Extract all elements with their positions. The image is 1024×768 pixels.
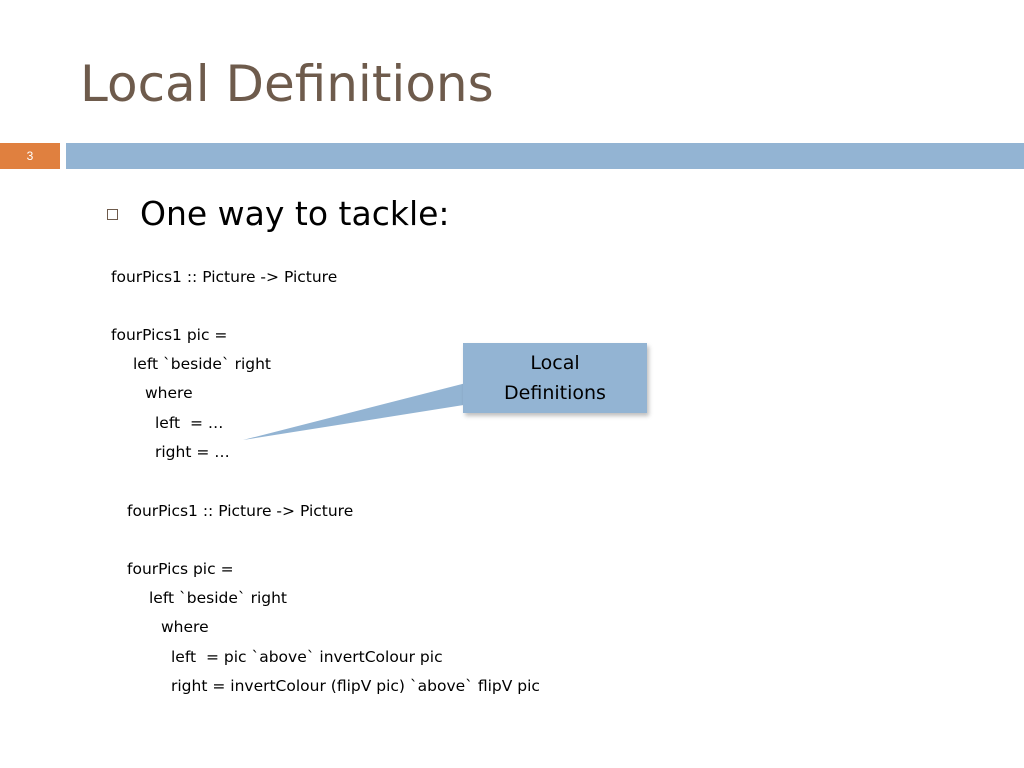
callout-line-2: Definitions xyxy=(504,382,606,404)
page-number-badge: 3 xyxy=(0,143,60,169)
code2-definition: fourPics pic = xyxy=(127,560,234,578)
code2-where: where xyxy=(161,618,209,636)
header-divider-bar xyxy=(66,143,1024,169)
callout-text: Local Definitions xyxy=(504,348,606,408)
callout-pointer-wedge xyxy=(243,382,470,440)
code1-definition: fourPics1 pic = xyxy=(111,326,228,344)
page-number: 3 xyxy=(26,149,34,163)
code2-left-def: left = pic `above` invertColour pic xyxy=(171,648,443,666)
code2-signature: fourPics1 :: Picture -> Picture xyxy=(127,502,354,520)
bullet-square-icon xyxy=(107,209,118,220)
code1-left-def: left = … xyxy=(155,414,224,432)
code2-body: left `beside` right xyxy=(149,589,288,607)
code1-body: left `beside` right xyxy=(133,355,272,373)
callout-box: Local Definitions xyxy=(463,343,647,413)
code2-right-def: right = invertColour (flipV pic) `above`… xyxy=(171,677,540,695)
code1-right-def: right = … xyxy=(155,443,230,461)
code1-where: where xyxy=(145,384,193,402)
bullet-text: One way to tackle: xyxy=(140,194,450,233)
callout-line-1: Local xyxy=(530,352,580,374)
slide-title: Local Definitions xyxy=(80,55,494,113)
code1-signature: fourPics1 :: Picture -> Picture xyxy=(111,268,338,286)
